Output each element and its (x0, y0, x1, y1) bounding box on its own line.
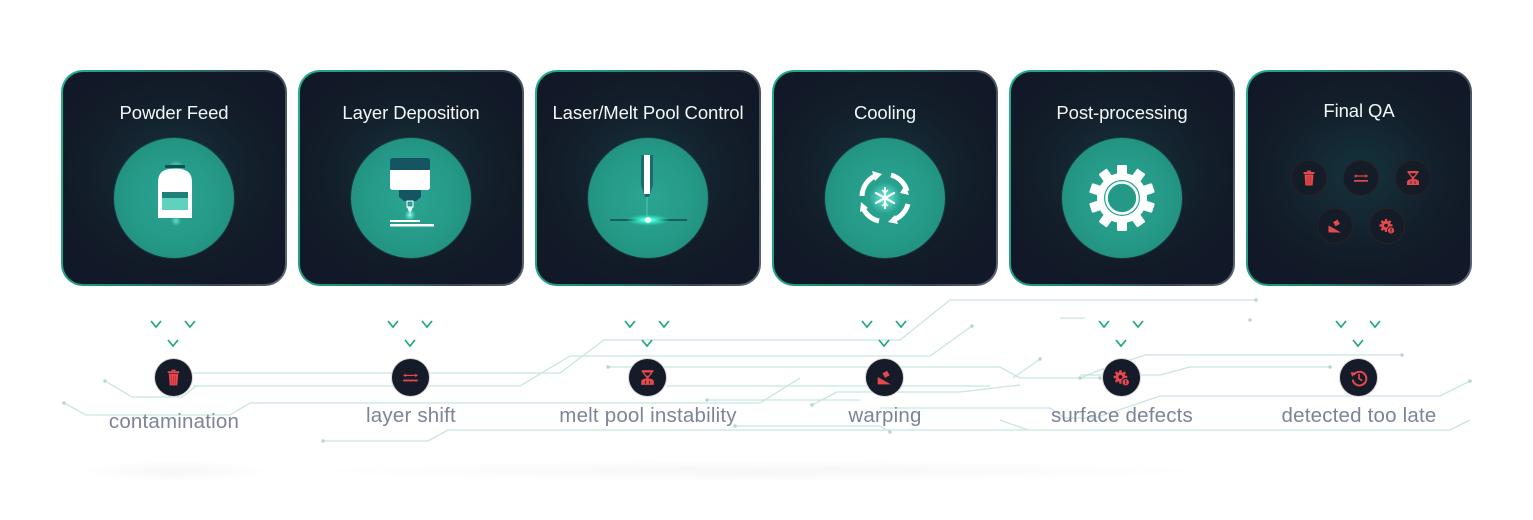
circuit-trace (999, 419, 1029, 431)
stage-title: Post-processing (1056, 102, 1188, 123)
circuit-pad (733, 424, 737, 428)
stage-card-final-qa: Final QA (1246, 70, 1472, 286)
stage-card-laser-melt-pool: Laser/Melt Pool Control (535, 70, 761, 286)
circuit-trace (608, 366, 1100, 379)
circuit-pad (705, 398, 709, 402)
gear-alert-icon (1113, 369, 1131, 387)
deposition-nozzle-icon (390, 158, 434, 227)
stage-title: Cooling (853, 102, 917, 123)
trash-icon (167, 369, 180, 386)
circuit-pad (1098, 376, 1102, 380)
flow-arrow-head (404, 339, 416, 348)
flow-arrow-head (1132, 320, 1144, 329)
flow-arrow-head (658, 320, 670, 329)
qa-surface-defects-badge (1369, 208, 1405, 244)
flow-arrow-head (641, 339, 653, 348)
circuit-trace (323, 419, 1471, 442)
circuit-pad (1400, 353, 1404, 357)
label-shadow (80, 460, 270, 482)
stage-card-powder-feed: Powder Feed (61, 70, 287, 286)
qa-warping-badge (1317, 208, 1353, 244)
gear-icon (1089, 165, 1155, 231)
layer-shift-icon (402, 372, 419, 383)
flow-arrow-head (624, 320, 636, 329)
circuit-pad (1468, 379, 1472, 383)
stage-icon-circle (588, 138, 708, 258)
circuit-pad (1078, 376, 1082, 380)
circuit-pad (606, 365, 610, 369)
flow-arrow-head (1352, 339, 1364, 348)
circuit-pad (1038, 357, 1042, 361)
powder-hopper-icon (158, 160, 192, 226)
qa-layer-shift-badge (1343, 160, 1379, 196)
circuit-pad (888, 430, 892, 434)
stage-icon-circle (825, 138, 945, 258)
stage-card-post-processing: Post-processing (1009, 70, 1235, 286)
flow-arrow-head (1335, 320, 1347, 329)
defect-node-layer-shift (392, 359, 429, 396)
circuit-trace (193, 299, 1256, 374)
warping-icon (877, 370, 891, 385)
circuit-pad (1328, 365, 1332, 369)
defect-node-contamination (155, 359, 192, 396)
defect-node-warping (866, 359, 903, 396)
defect-node-detected-too-late (1340, 359, 1377, 396)
flow-arrow-head (1115, 339, 1127, 348)
stage-title: Powder Feed (119, 102, 229, 123)
circuit-trace (63, 377, 801, 416)
cooling-cycle-icon (859, 171, 911, 224)
flow-arrow-head (1098, 320, 1110, 329)
label-shadow (300, 460, 1220, 482)
circuit-pad (970, 324, 974, 328)
stage-title: Laser/Melt Pool Control (552, 102, 744, 123)
circuit-trace (1012, 358, 1041, 379)
circuit-trace (104, 380, 197, 398)
stage-title: Final QA (1323, 100, 1395, 121)
gear-alert-icon (1379, 218, 1396, 235)
flow-arrow-head (150, 320, 162, 329)
melt-pool-icon (640, 369, 655, 386)
circuit-pad (810, 403, 814, 407)
circuit-pad (321, 439, 325, 443)
warping-icon (1328, 219, 1341, 233)
circuit-trace (811, 384, 1021, 406)
defect-node-melt-pool (629, 359, 666, 396)
stage-icon-circle (1062, 138, 1182, 258)
circuit-trace (193, 325, 973, 387)
trash-icon (1303, 170, 1315, 186)
defect-label: melt pool instability (559, 404, 737, 427)
circuit-trace (735, 425, 891, 433)
history-icon (1349, 370, 1368, 387)
circuit-pad (103, 379, 107, 383)
flow-arrow-head (167, 339, 179, 348)
stage-card-cooling: Cooling (772, 70, 998, 286)
flow-arrow-head (878, 339, 890, 348)
melt-pool-icon (1406, 170, 1420, 186)
defect-node-surface-defects (1103, 359, 1140, 396)
layer-shift-icon (1353, 173, 1369, 183)
circuit-pad (1248, 318, 1252, 322)
circuit-trace (880, 380, 1471, 419)
stage-card-layer-deposition: Layer Deposition (298, 70, 524, 286)
qa-contamination-badge (1291, 160, 1327, 196)
flow-arrow-head (387, 320, 399, 329)
stage-icon-circle (114, 138, 234, 258)
defect-label: contamination (108, 410, 240, 433)
flow-arrow-head (1369, 320, 1381, 329)
laser-beam-icon (610, 155, 687, 226)
flow-arrow-head (895, 320, 907, 329)
flow-arrow-head (184, 320, 196, 329)
defect-label: warping (848, 404, 922, 427)
defect-label: layer shift (366, 404, 456, 427)
defect-label: detected too late (1281, 404, 1437, 427)
qa-melt-pool-badge (1395, 160, 1431, 196)
stage-icon-circle (351, 138, 471, 258)
circuit-pad (1254, 298, 1258, 302)
flow-arrow-head (421, 320, 433, 329)
final-qa-defect-icons (1248, 72, 1470, 284)
flow-arrow-head (861, 320, 873, 329)
defect-label: surface defects (1050, 404, 1193, 427)
circuit-pad (62, 401, 66, 405)
stage-title: Layer Deposition (342, 102, 480, 123)
